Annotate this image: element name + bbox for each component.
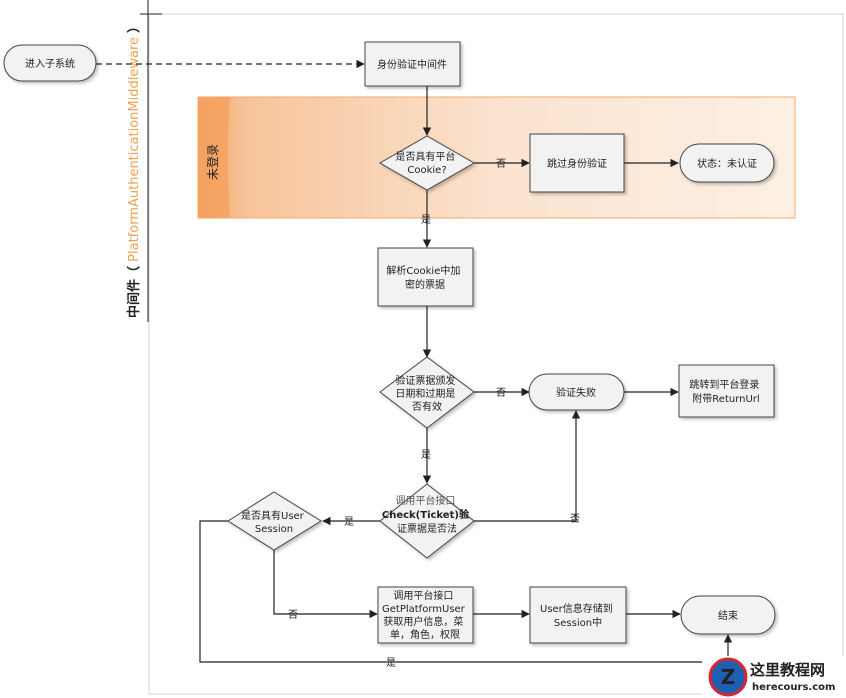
node-enter-label: 进入子系统 bbox=[25, 57, 75, 70]
watermark-title: 这里教程网 bbox=[750, 661, 825, 679]
node-end: 结束 bbox=[680, 595, 776, 635]
label-no-3: 否 bbox=[570, 513, 580, 525]
node-check-ticket: 调用平台接口 Check(Ticket)验 证票据是否法 bbox=[379, 483, 475, 559]
label-yes-3: 是 bbox=[344, 516, 354, 528]
node-validate-ticket-label: 验证票据颁发 日期和过期是 否有效 bbox=[395, 374, 458, 413]
node-store-session: User信息存储到 Session中 bbox=[529, 586, 627, 644]
node-skip-auth-label: 跳过身份验证 bbox=[547, 157, 607, 170]
watermark: Z 这里教程网 herecours.com bbox=[702, 656, 846, 698]
watermark-url: herecours.com bbox=[752, 682, 835, 693]
label-no-2: 否 bbox=[496, 387, 506, 399]
lane-header: 中间件（ PlatformAuthenticationMiddleware ） bbox=[126, 0, 162, 322]
edge-labels: 否 是 否 是 否 是 否 是 bbox=[288, 158, 580, 669]
node-auth-middleware: 身份验证中间件 bbox=[364, 41, 461, 87]
node-state-unauth-label: 状态：未认证 bbox=[697, 157, 757, 170]
edge-session-no bbox=[273, 550, 378, 619]
band-label: 未登录 bbox=[205, 144, 220, 180]
node-skip-auth: 跳过身份验证 bbox=[529, 133, 625, 193]
lane-title-prefix: 中间件（ bbox=[126, 266, 142, 318]
node-state-unauthenticated: 状态：未认证 bbox=[679, 143, 775, 183]
node-has-cookie: 是否具有平台 Cookie? bbox=[378, 135, 476, 191]
node-parse-cookie-label: 解析Cookie中加 密的票据 bbox=[386, 264, 463, 291]
svg-text:Z: Z bbox=[721, 665, 736, 689]
node-get-user-label: 调用平台接口 GetPlatformUser 获取用户信息，菜 单，角色，权限 bbox=[382, 589, 468, 641]
node-redirect-login-label: 跳转到平台登录 附带ReturnUrl bbox=[689, 378, 762, 405]
node-auth-middleware-label: 身份验证中间件 bbox=[377, 58, 447, 71]
node-auth-failed: 验证失败 bbox=[528, 373, 625, 411]
node-get-platform-user: 调用平台接口 GetPlatformUser 获取用户信息，菜 单，角色，权限 bbox=[377, 586, 474, 644]
node-auth-failed-label: 验证失败 bbox=[556, 386, 596, 399]
watermark-logo-icon bbox=[708, 657, 748, 697]
node-check-ticket-label: 调用平台接口 Check(Ticket)验 证票据是否法 bbox=[382, 494, 472, 535]
edge-check-no bbox=[474, 410, 581, 522]
node-enter-subsystem: 进入子系统 bbox=[3, 44, 97, 82]
node-validate-ticket: 验证票据颁发 日期和过期是 否有效 bbox=[379, 356, 475, 429]
node-end-label: 结束 bbox=[718, 609, 738, 622]
edges bbox=[96, 59, 733, 663]
label-yes-4: 是 bbox=[386, 657, 396, 669]
label-no-1: 否 bbox=[496, 158, 506, 170]
edge-session-yes bbox=[199, 520, 733, 663]
node-has-cookie-label: 是否具有平台 Cookie? bbox=[395, 150, 458, 176]
label-no-4: 否 bbox=[288, 609, 298, 621]
label-yes-1: 是 bbox=[421, 214, 431, 226]
node-has-session-label: 是否具有User Session bbox=[241, 509, 307, 535]
label-yes-2: 是 bbox=[421, 449, 431, 461]
lane-title: 中间件（ PlatformAuthenticationMiddleware ） bbox=[126, 20, 142, 318]
node-has-user-session: 是否具有User Session bbox=[227, 491, 322, 551]
node-redirect-login: 跳转到平台登录 附带ReturnUrl bbox=[678, 364, 775, 418]
lane-title-close: ） bbox=[126, 20, 142, 33]
node-parse-cookie: 解析Cookie中加 密的票据 bbox=[377, 247, 474, 307]
node-store-session-label: User信息存储到 Session中 bbox=[540, 602, 616, 629]
lane-title-middleware: PlatformAuthenticationMiddleware bbox=[127, 37, 142, 262]
